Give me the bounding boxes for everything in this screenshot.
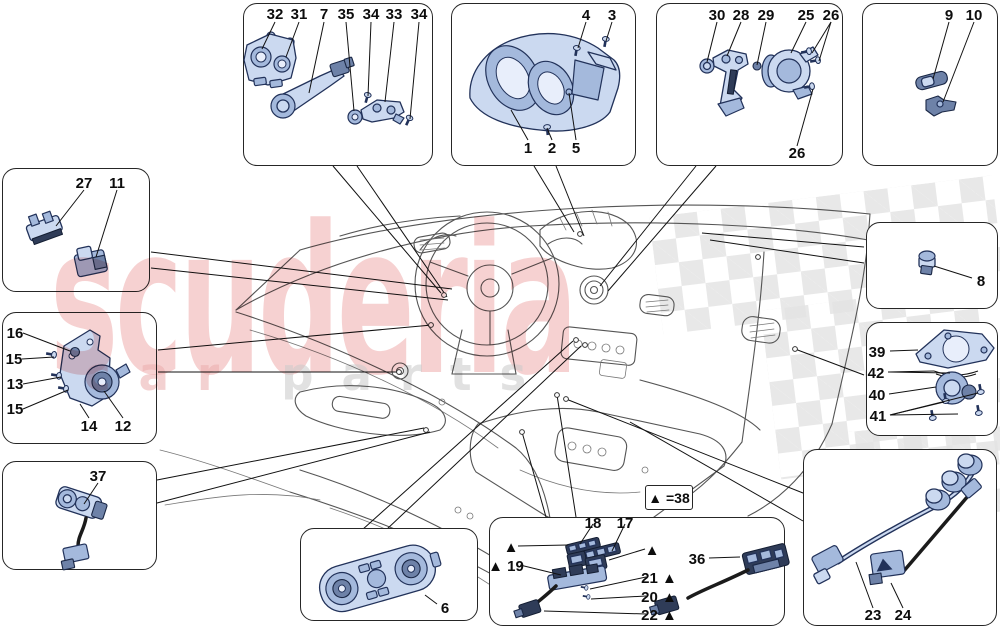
box-small-sensors: [862, 3, 998, 166]
callout-triangle-right: ▲: [644, 542, 660, 559]
callout-14: 14: [80, 418, 98, 435]
callout-42: 42: [867, 365, 885, 382]
callout-16: 16: [6, 325, 24, 342]
callout-32: 32: [266, 6, 284, 23]
callout-18: 18: [584, 515, 602, 532]
box-sensors-actuator: [656, 3, 843, 166]
callout-30: 30: [708, 7, 726, 24]
box-button-sensor: [866, 222, 998, 309]
callout-12: 12: [114, 418, 132, 435]
callout-6: 6: [440, 600, 450, 617]
callout-3: 3: [607, 7, 617, 24]
callout-41: 41: [869, 408, 887, 425]
box-ignition-switch: [2, 312, 157, 444]
callout-23: 23: [864, 607, 882, 624]
callout-4: 4: [581, 7, 591, 24]
callout-2: 2: [547, 140, 557, 157]
callout-37: 37: [89, 468, 107, 485]
box-tunnel-switches: [489, 517, 785, 626]
callout-triangle-left: ▲: [503, 539, 519, 556]
callout-19: ▲ 19: [488, 558, 524, 575]
box-instrument-cluster: [451, 3, 636, 166]
callout-26b: 26: [788, 145, 806, 162]
legend-triangle-equals-38: ▲ =38: [645, 485, 693, 510]
callout-26: 26: [822, 7, 840, 24]
callout-13: 13: [6, 376, 24, 393]
box-climate-control: [300, 528, 478, 621]
callout-9: 9: [944, 7, 954, 24]
callout-15b: 15: [6, 401, 24, 418]
callout-15: 15: [5, 351, 23, 368]
callout-7: 7: [319, 6, 329, 23]
callout-25: 25: [797, 7, 815, 24]
callout-34: 34: [362, 6, 380, 23]
callout-35: 35: [337, 6, 355, 23]
box-steering-column-switches: [243, 3, 433, 166]
legend-label: ▲ =38: [648, 489, 690, 506]
callout-20: 20 ▲: [641, 589, 677, 606]
callout-8: 8: [976, 273, 986, 290]
callout-10: 10: [965, 7, 983, 24]
callout-40: 40: [868, 387, 886, 404]
callout-36: 36: [688, 551, 706, 568]
watermark-word-parts: parts: [281, 348, 555, 401]
callout-22: 22 ▲: [641, 607, 677, 624]
callout-31: 31: [290, 6, 308, 23]
callout-28: 28: [732, 7, 750, 24]
callout-27: 27: [75, 175, 93, 192]
callout-24: 24: [894, 607, 912, 624]
box-angle-sensor: [2, 461, 157, 570]
callout-29: 29: [757, 7, 775, 24]
callout-34b: 34: [410, 6, 428, 23]
callout-5: 5: [571, 140, 581, 157]
callout-17: 17: [616, 515, 634, 532]
callout-11: 11: [109, 175, 125, 192]
callout-33: 33: [385, 6, 403, 23]
box-cables: [803, 449, 997, 626]
callout-39: 39: [868, 344, 886, 361]
callout-21: 21 ▲: [641, 570, 677, 587]
callout-1: 1: [523, 140, 533, 157]
